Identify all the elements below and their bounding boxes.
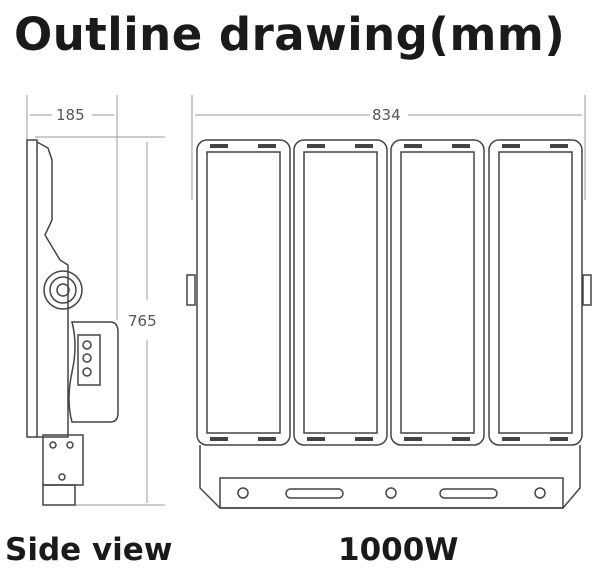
front-view-drawing: [186, 139, 592, 509]
side-view-label: Side view: [5, 532, 173, 568]
led-module-1: [196, 139, 291, 446]
led-module-3: [390, 139, 485, 446]
dimension-lines: [26, 95, 586, 506]
module-clips: [210, 144, 568, 441]
side-width-dimension: 185: [56, 106, 85, 124]
model-label: 1000W: [338, 532, 459, 568]
led-module-4: [488, 139, 583, 446]
led-module-2: [293, 139, 388, 446]
side-view-drawing: [26, 139, 119, 506]
height-dimension: 765: [128, 312, 157, 330]
page-title: Outline drawing(mm): [14, 8, 566, 61]
front-width-dimension: 834: [372, 106, 401, 124]
